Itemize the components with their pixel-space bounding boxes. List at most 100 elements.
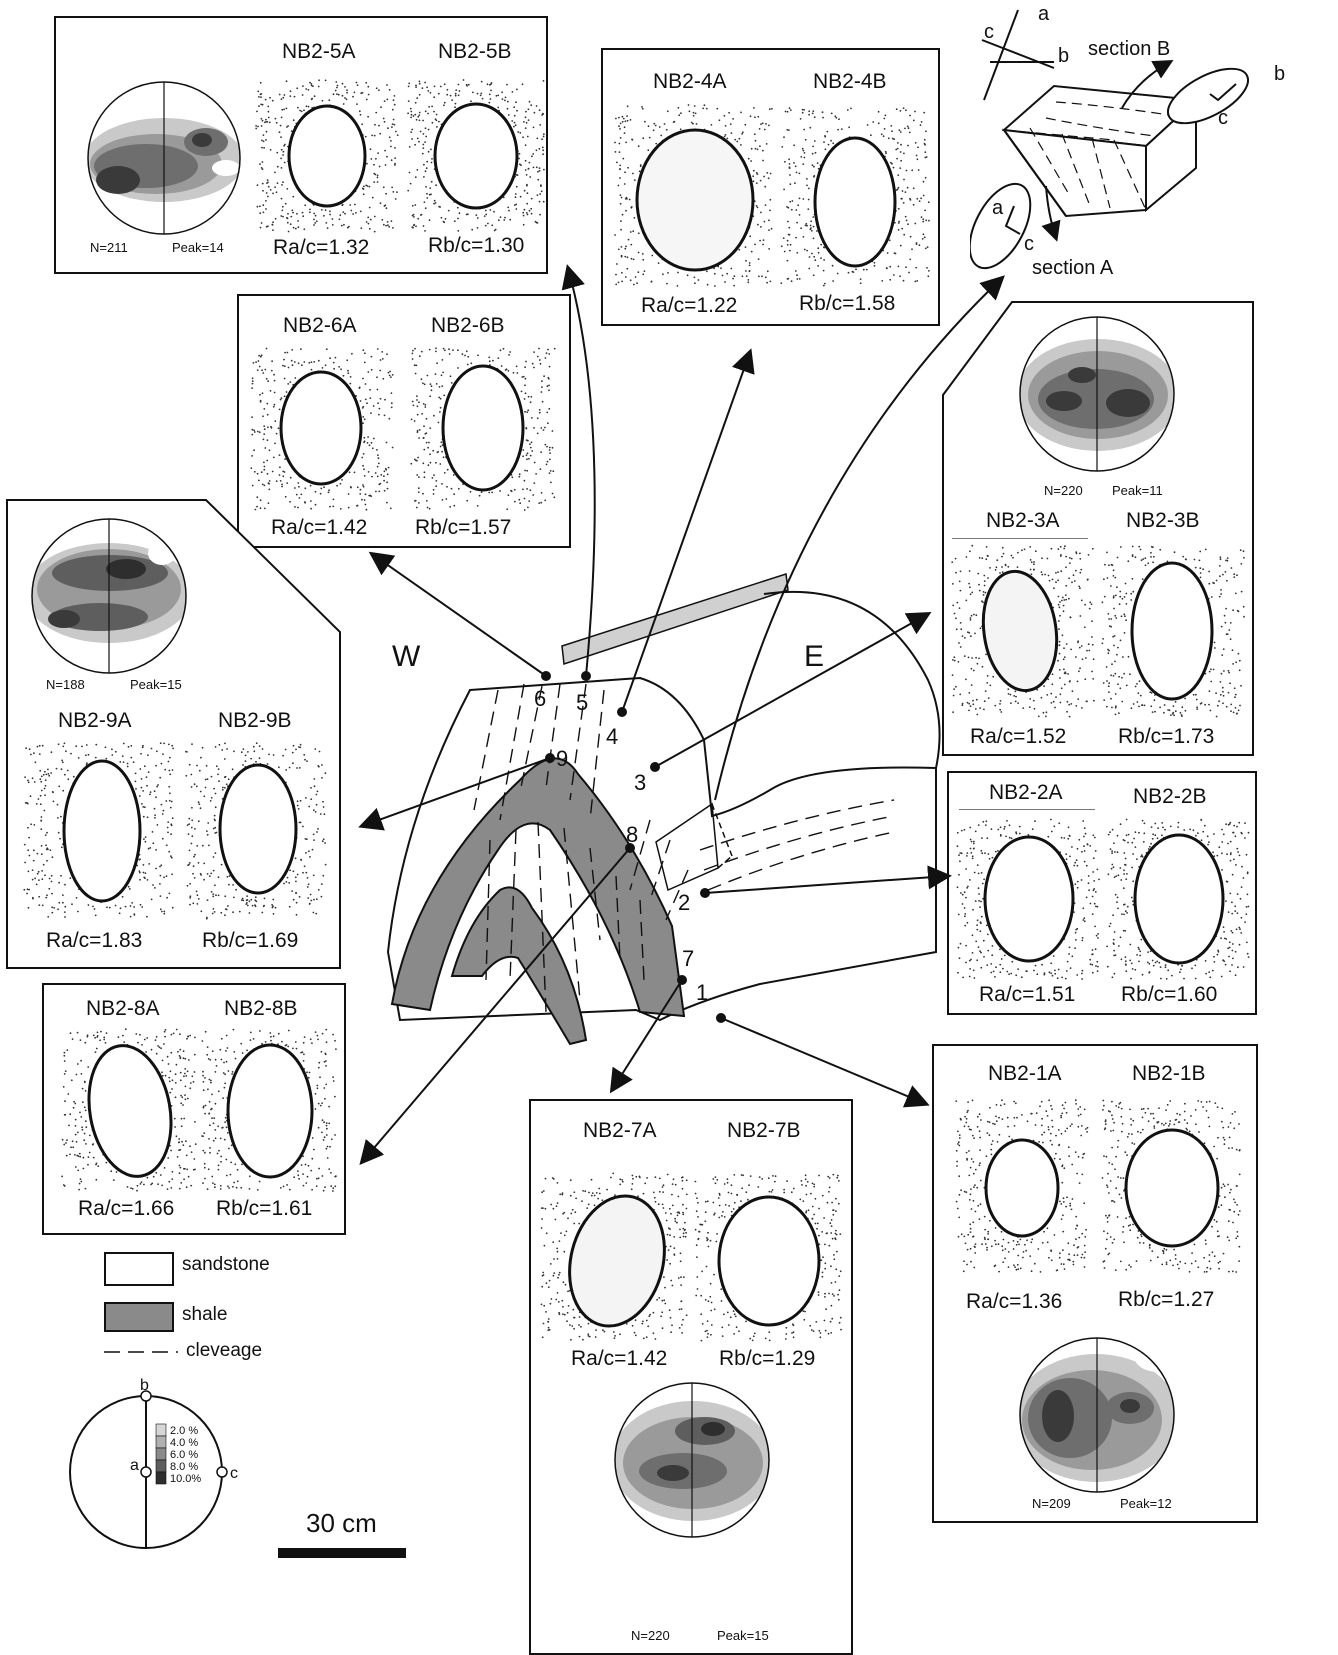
axis-label-b-ellipse: b (1274, 63, 1285, 85)
sample-a-label: NB2-2A (989, 781, 1063, 805)
fold-label-w: W (392, 640, 421, 673)
stereonet-5 (86, 80, 242, 236)
sample-point-4 (617, 707, 627, 717)
ref-label-b: b (140, 1378, 149, 1394)
sample-b-label: NB2-8B (224, 997, 298, 1021)
sample-point-9 (545, 753, 555, 763)
ratio-a-label: Ra/c=1.83 (46, 929, 142, 953)
count-label: N=188 (46, 677, 85, 692)
stereonet-1 (1018, 1336, 1176, 1494)
panel-nb2-2: NB2-2A NB2-2B Ra/c=1.51 Rb/c=1.60 (947, 771, 1257, 1015)
sandstone-swatch (104, 1252, 174, 1286)
divider (952, 538, 1088, 539)
panel-nb2-1: NB2-1A NB2-1B Ra/c=1.36 Rb/c=1.27 N=209 … (932, 1044, 1258, 1523)
sample-b-label: NB2-6B (431, 314, 505, 338)
contour-scale: 2.0 % 4.0 % 6.0 % 8.0 % 10.0% (156, 1424, 201, 1485)
sandstone-label: sandstone (182, 1254, 270, 1276)
fold-label-e: E (804, 640, 824, 673)
point-label-6: 6 (534, 686, 546, 711)
reference-stereonet: b a c 2.0 % 4.0 % 6.0 % 8.0 % 10.0% (56, 1378, 256, 1554)
strain-ellipse-a (252, 74, 402, 239)
section-b-label: section B (1088, 38, 1170, 60)
ratio-a-label: Ra/c=1.32 (273, 236, 369, 260)
sample-b-label: NB2-4B (813, 70, 887, 94)
sample-a-label: NB2-1A (988, 1062, 1062, 1086)
strain-ellipse-b (182, 739, 330, 924)
strain-ellipse-b (407, 344, 559, 514)
count-label: N=220 (1044, 483, 1083, 498)
axis-label-c: c (984, 21, 994, 43)
sample-point-7 (677, 975, 687, 985)
sample-a-label: NB2-6A (283, 314, 357, 338)
strain-ellipse-a (537, 1169, 691, 1345)
sample-b-label: NB2-5B (438, 40, 512, 64)
axis-label-c-ellipse: c (1024, 233, 1034, 255)
ratio-b-label: Rb/c=1.73 (1118, 725, 1214, 749)
sample-b-label: NB2-9B (218, 709, 292, 733)
strain-ellipse-a (58, 1025, 200, 1195)
axis-label-b: b (1058, 45, 1069, 67)
ratio-a-label: Ra/c=1.36 (966, 1290, 1062, 1314)
ratio-b-label: Rb/c=1.60 (1121, 983, 1217, 1007)
strain-ellipse-b (198, 1025, 340, 1195)
ratio-a-label: Ra/c=1.22 (641, 294, 737, 318)
strain-ellipse-a (948, 541, 1098, 721)
scale-level-1: 2.0 % (170, 1425, 198, 1437)
sample-point-1 (716, 1013, 726, 1023)
divider (959, 809, 1095, 810)
scale-level-5: 10.0% (170, 1473, 201, 1485)
scale-bar-label: 30 cm (306, 1508, 377, 1539)
panel-nb2-7: NB2-7A NB2-7B Ra/c=1.42 Rb/c=1.29 N=220 … (529, 1099, 853, 1655)
scale-bar (278, 1548, 406, 1558)
ratio-a-label: Ra/c=1.66 (78, 1197, 174, 1221)
strain-ellipse-b (691, 1169, 845, 1345)
point-label-4: 4 (606, 724, 618, 749)
strain-ellipse-b (404, 74, 554, 239)
count-label: N=211 (90, 240, 128, 255)
point-label-3: 3 (634, 770, 646, 795)
point-label-7: 7 (682, 946, 694, 971)
sample-point-3 (650, 762, 660, 772)
panel-nb2-5: N=211 Peak=14 NB2-5A NB2-5B Ra/c=1.32 Rb… (54, 16, 548, 274)
section-a-label: section A (1032, 257, 1114, 279)
sample-point-6 (541, 671, 551, 681)
stereonet-3 (1018, 315, 1176, 473)
strain-ellipse-a (953, 815, 1103, 983)
point-label-5: 5 (576, 690, 588, 715)
ratio-a-label: Ra/c=1.51 (979, 983, 1075, 1007)
strain-ellipse-b (1103, 815, 1253, 983)
ratio-b-label: Rb/c=1.27 (1118, 1288, 1214, 1312)
count-label: N=209 (1032, 1496, 1071, 1511)
ref-label-c: c (230, 1465, 238, 1482)
axis-label-c-ellipse: c (1218, 107, 1228, 129)
stereonet-7 (613, 1381, 771, 1539)
point-label-2: 2 (678, 890, 690, 915)
peak-label: Peak=15 (717, 1628, 769, 1643)
sample-b-label: NB2-2B (1133, 785, 1207, 809)
sample-a-label: NB2-5A (282, 40, 356, 64)
ratio-a-label: Ra/c=1.42 (571, 1347, 667, 1371)
panel-nb2-8: NB2-8A NB2-8B Ra/c=1.66 Rb/c=1.61 (42, 983, 346, 1235)
axis-label-a-ellipse: a (992, 197, 1004, 219)
point-label-8: 8 (626, 822, 638, 847)
peak-label: Peak=14 (172, 240, 224, 255)
sample-a-label: NB2-7A (583, 1119, 657, 1143)
strain-ellipse-b (1098, 1096, 1244, 1276)
stereonet-9 (30, 517, 188, 675)
strain-ellipse-a (247, 344, 397, 514)
peak-label: Peak=11 (1112, 483, 1163, 498)
point-label-9: 9 (556, 746, 568, 771)
legend: sandstone shale cleveage (104, 1250, 344, 1370)
panel-nb2-4: NB2-4A NB2-4B Ra/c=1.22 Rb/c=1.58 (601, 48, 940, 326)
cleavage-swatch (104, 1344, 178, 1360)
axis-label-a: a (1038, 3, 1050, 25)
count-label: N=220 (631, 1628, 670, 1643)
sample-point-2 (700, 888, 710, 898)
ratio-b-label: Rb/c=1.58 (799, 292, 895, 316)
panel-nb2-9: N=188 Peak=15 NB2-9A NB2-9B Ra/c=1.83 Rb… (6, 499, 342, 970)
sample-point-5 (581, 671, 591, 681)
strain-ellipse-a (18, 739, 178, 924)
shale-label: shale (182, 1304, 227, 1326)
sample-b-label: NB2-7B (727, 1119, 801, 1143)
sample-a-label: NB2-8A (86, 997, 160, 1021)
